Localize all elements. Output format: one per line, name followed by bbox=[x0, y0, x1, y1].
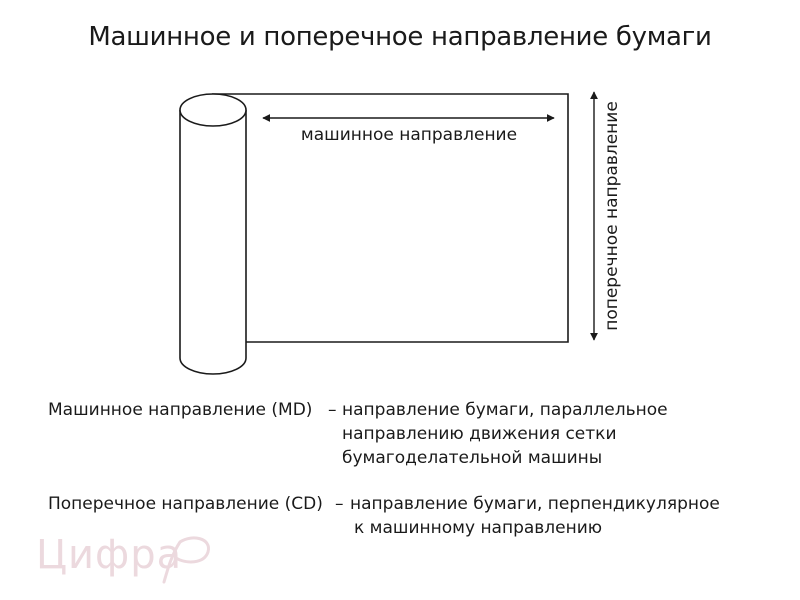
paper-sheet bbox=[212, 93, 569, 343]
paper-roll bbox=[179, 93, 247, 375]
definition-md-term: Машинное направление (MD) bbox=[48, 400, 313, 420]
definition-md-line-2: направлению движения сетки bbox=[342, 424, 617, 444]
definition-cd-dash: – bbox=[335, 494, 344, 514]
definition-md-line-3: бумагоделательной машины bbox=[342, 448, 603, 468]
logo-mark-icon bbox=[162, 536, 210, 584]
logo: Цифра bbox=[36, 532, 183, 578]
definition-cd-term: Поперечное направление (CD) bbox=[48, 494, 323, 514]
definition-cd-line-1: направление бумаги, перпендикулярное bbox=[350, 494, 720, 514]
definition-md-dash: – bbox=[328, 400, 337, 420]
paper-roll-diagram: машинное направление поперечное направле… bbox=[179, 91, 622, 375]
page-title: Машинное и поперечное направление бумаги bbox=[88, 22, 712, 52]
definition-cd-line-2: к машинному направлению bbox=[354, 518, 603, 538]
definition-md-line-1: направление бумаги, параллельное bbox=[342, 400, 668, 420]
cd-label: поперечное направление bbox=[602, 101, 622, 331]
md-label: машинное направление bbox=[301, 125, 517, 145]
